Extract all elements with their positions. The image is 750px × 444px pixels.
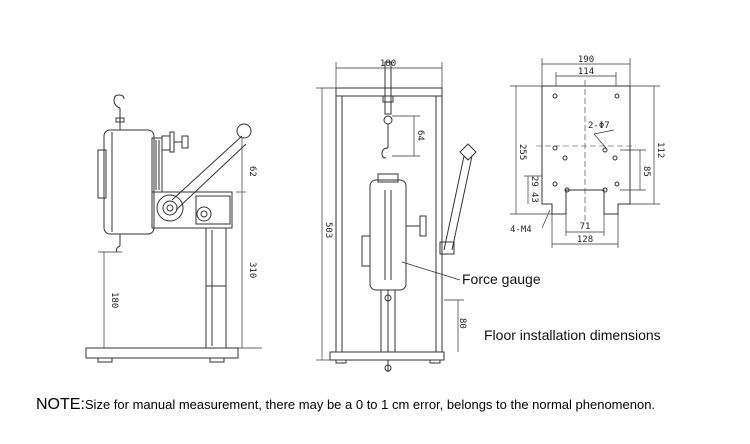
note-text: Size for manual measurement, there may b… (84, 397, 656, 412)
floor-hole (614, 181, 620, 187)
side-dim-upper: 62 (247, 166, 257, 177)
front-dim-width: 180 (380, 59, 396, 69)
side-dim-lower: 180 (109, 292, 119, 308)
front-gauge-body (369, 179, 407, 291)
front-top-bar (335, 87, 443, 97)
front-top-rod (384, 61, 392, 115)
side-dim-column: 310 (247, 262, 257, 278)
floor-dim-right: 112 (655, 142, 665, 158)
front-post-right (435, 95, 443, 353)
side-foot-right (209, 357, 225, 363)
floor-hole (602, 187, 608, 193)
front-view (329, 61, 477, 372)
front-dim-hook: 64 (415, 130, 425, 141)
front-dim-height: 503 (323, 222, 333, 238)
floor-hole (552, 181, 558, 187)
floor-dim-hole-spacing: 85 (641, 166, 651, 177)
note-line: NOTE:Size for manual measurement, there … (36, 396, 655, 414)
floor-hole (562, 155, 568, 161)
side-lever-ball (236, 123, 252, 139)
front-lever (443, 155, 465, 251)
side-handwheel (156, 194, 184, 222)
floor-hole (602, 147, 608, 153)
side-head-block (151, 191, 233, 229)
side-lever (171, 135, 243, 201)
floor-hole (612, 155, 618, 161)
side-column (205, 227, 227, 349)
side-gauge-body (103, 129, 155, 235)
front-lever-knob (459, 143, 477, 161)
floor-hole (552, 93, 558, 99)
side-dimensions (98, 138, 262, 349)
floor-dim-inner-width: 114 (578, 67, 594, 77)
floor-hole (564, 187, 570, 193)
floor-dim-bottom-inner: 71 (580, 222, 591, 232)
front-base (329, 351, 445, 361)
floor-dim-left-small: 29 (529, 176, 539, 187)
floor-hole (614, 93, 620, 99)
side-view (85, 94, 252, 363)
front-dim-base: 80 (457, 318, 467, 329)
force-gauge-label: Force gauge (462, 271, 541, 287)
force-gauge-leader (401, 261, 461, 281)
note-prefix: NOTE: (36, 396, 85, 413)
floor-dim-left-tiny: 43 (529, 192, 539, 203)
floor-plan (536, 80, 636, 222)
side-base-plate (85, 347, 239, 359)
floor-mount-spec: 4-M4 (510, 225, 532, 235)
floor-dimensions (510, 58, 660, 248)
floor-hole-spec: 2-Φ7 (588, 121, 610, 131)
floor-installation-label: Floor installation dimensions (484, 327, 661, 343)
front-post-left (335, 95, 343, 353)
front-dimensions (316, 62, 464, 361)
floor-hole (552, 145, 558, 151)
floor-dim-outer-width: 190 (578, 55, 594, 65)
floor-dim-outer-height: 255 (517, 144, 527, 160)
side-foot-left (97, 357, 113, 363)
floor-dim-bottom-outer: 128 (577, 235, 593, 245)
side-lock-knob (196, 206, 212, 222)
